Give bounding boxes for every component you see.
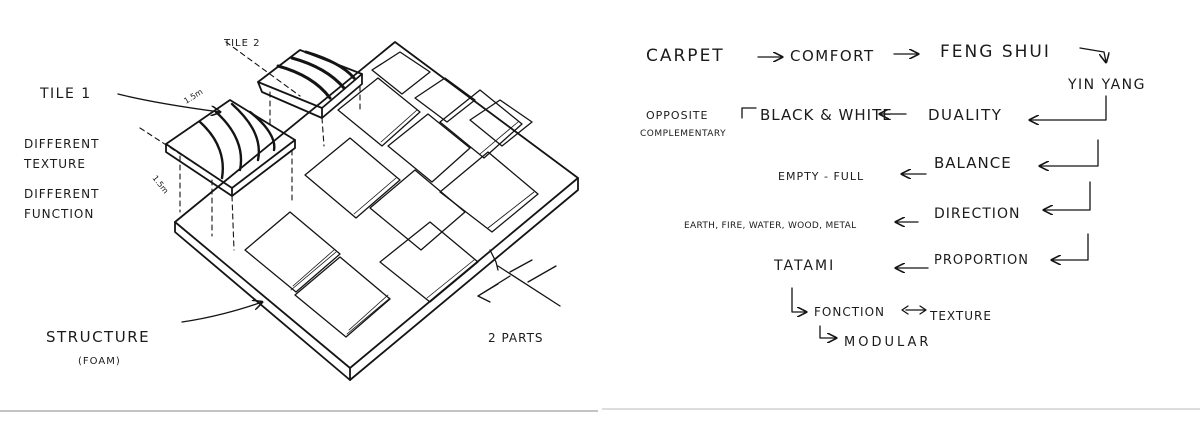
tile-1 (165, 99, 296, 251)
elements-node: EARTH, FIRE, WATER, WOOD, METAL (684, 221, 856, 231)
structure-sub-label: (FOAM) (78, 356, 121, 367)
different-texture-line1: DIFFERENT (24, 137, 99, 151)
structure-slab-front-edge (174, 221, 351, 381)
yin-yang-node: YIN YANG (1067, 77, 1146, 93)
different-texture-line2: TEXTURE (23, 157, 86, 171)
different-function-line2: FUNCTION (24, 207, 94, 221)
structure-label: STRUCTURE (46, 328, 150, 346)
isometric-sketch (139, 41, 579, 381)
complementary-node: COMPLEMENTARY (640, 129, 726, 139)
modular-node: MODULAR (844, 335, 931, 350)
two-parts-label: 2 PARTS (488, 331, 544, 345)
tatami-node: TATAMI (773, 258, 835, 274)
black-white-node: BLACK & WHITE (760, 106, 893, 124)
structure-slab-side-edge (349, 177, 579, 381)
balance-node: BALANCE (934, 154, 1012, 172)
grid-cells (244, 51, 539, 338)
fonction-node: FONCTION (814, 305, 885, 319)
texture-node: TEXTURE (929, 309, 992, 323)
feng-shui-node: FENG SHUI (940, 42, 1051, 62)
tile1-label: TILE 1 (39, 86, 92, 102)
comfort-node: COMFORT (790, 47, 875, 65)
dimension-label-2: 1.5m (150, 174, 170, 196)
tile-2 (257, 49, 363, 147)
carpet-node: CARPET (646, 46, 725, 66)
tile2-label: TILE 2 (223, 38, 261, 49)
empty-full-node: EMPTY - FULL (778, 170, 864, 183)
mind-map: CARPET COMFORT FENG SHUI YIN YANG DUALIT… (640, 42, 1146, 350)
dimension-label-1: 1.5m (182, 87, 204, 106)
proportion-node: PROPORTION (934, 253, 1029, 268)
duality-node: DUALITY (928, 106, 1002, 124)
different-function-line1: DIFFERENT (24, 187, 99, 201)
direction-node: DIRECTION (934, 206, 1020, 222)
opposite-node: OPPOSITE (646, 109, 708, 122)
